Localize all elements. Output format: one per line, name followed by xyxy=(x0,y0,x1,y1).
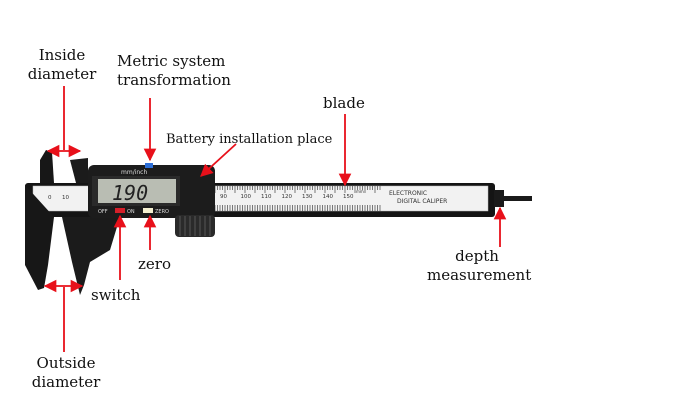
scale-number: 90 xyxy=(220,194,227,200)
left-scale-number: 0 xyxy=(48,195,52,201)
inside-diameter-line-2: diameter xyxy=(27,65,97,83)
on-label: ON xyxy=(127,209,135,215)
annotation-arrows xyxy=(43,86,507,352)
battery-arrow xyxy=(200,143,237,177)
mode-label: mm/inch xyxy=(121,169,147,176)
depth-line-2: measurement xyxy=(427,266,532,284)
brand-line-1: ELECTRONIC xyxy=(389,190,427,197)
battery-label: Battery installation place xyxy=(166,132,333,147)
depth-measurement-label: depth measurement xyxy=(427,247,532,285)
scale-number: 140 xyxy=(323,194,334,200)
metric-system-line-2: transformation xyxy=(117,71,231,89)
depth-line-1: depth xyxy=(455,247,499,265)
zero-label: zero xyxy=(138,255,171,273)
unit-label: mm xyxy=(356,189,364,194)
metric-system-line-1: Metric system xyxy=(117,52,226,70)
blade-label: blade xyxy=(323,94,365,112)
left-scale-number: 10 xyxy=(62,195,69,201)
inside-diameter-line-1: Inside xyxy=(38,46,86,64)
left-scale-numbers: 0 10 xyxy=(48,195,69,201)
brand-line-2: DIGITAL CALIPER xyxy=(397,198,447,205)
scale-numbers: 90 100 110 120 130 140 150 xyxy=(220,194,354,200)
scale-number: 130 xyxy=(302,194,313,200)
scale-number: 100 xyxy=(241,194,252,200)
sliding-head xyxy=(62,158,215,295)
outside-diameter-line-1: Outside xyxy=(36,354,96,372)
fixed-jaw xyxy=(25,150,54,290)
scale-number: 110 xyxy=(261,194,272,200)
switch-label: switch xyxy=(91,286,141,304)
zero-button-label: ZERO xyxy=(155,209,169,215)
inside-diameter-label: Inside diameter xyxy=(26,46,98,84)
metric-system-label: Metric system transformation xyxy=(117,52,231,90)
scale-number: 150 xyxy=(343,194,354,200)
outside-diameter-line-2: diameter xyxy=(31,373,101,391)
lcd-reading: 190 xyxy=(112,181,148,205)
off-label: OFF xyxy=(98,209,108,215)
outside-diameter-label: Outside diameter xyxy=(28,354,104,392)
scale-number: 120 xyxy=(282,194,293,200)
